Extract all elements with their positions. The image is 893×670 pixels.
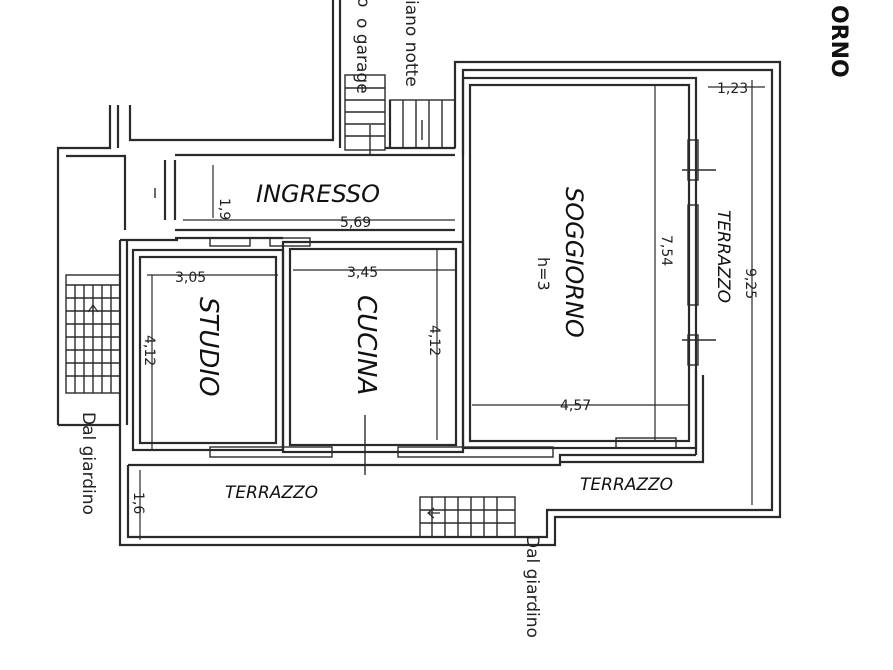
label-night-floor: iano notte [401, 0, 421, 87]
room-terrazzo-bottom-right: TERRAZZO [580, 475, 673, 495]
windows [154, 139, 716, 475]
room-studio: STUDIO [193, 297, 223, 397]
label-top-fragment: o [353, 0, 373, 7]
soggiorno-height: h=3 [534, 257, 553, 291]
room-ingresso: INGRESSO [256, 180, 380, 208]
dim-ingresso-depth: 1,9 [216, 198, 232, 220]
dim-terrazzo-right-length: 9,25 [742, 268, 758, 299]
label-garage: o garage [352, 18, 372, 94]
outer-walls [56, 0, 782, 547]
label-from-garden-bottom: Dal giardino [522, 535, 542, 638]
dim-studio-width: 3,05 [175, 270, 206, 286]
room-terrazzo-bottom-left: TERRAZZO [225, 483, 318, 503]
dim-terrazzo-bottom-depth: 1,6 [130, 492, 146, 514]
room-cucina: CUCINA [351, 295, 381, 395]
interior-walls [118, 76, 705, 467]
corner-title: ORNO [826, 5, 851, 78]
room-terrazzo-right: TERRAZZO [713, 210, 733, 303]
dim-terrazzo-right-width: 1,23 [717, 81, 748, 97]
dim-studio-depth: 4,12 [141, 335, 157, 366]
stairs-left [65, 274, 121, 394]
room-soggiorno: SOGGIORNO [560, 187, 588, 338]
dim-soggiorno-depth: 7,54 [658, 235, 674, 266]
dim-ingresso-width: 5,69 [340, 215, 371, 231]
stairs-top [344, 74, 456, 155]
dim-cucina-depth: 4,12 [426, 325, 442, 356]
dim-cucina-width: 3,45 [347, 265, 378, 281]
dim-soggiorno-width: 4,57 [560, 398, 591, 414]
stairs-bottom [419, 496, 516, 538]
label-from-garden-left: Dal giardino [78, 412, 98, 515]
dimension-lines [139, 80, 765, 540]
